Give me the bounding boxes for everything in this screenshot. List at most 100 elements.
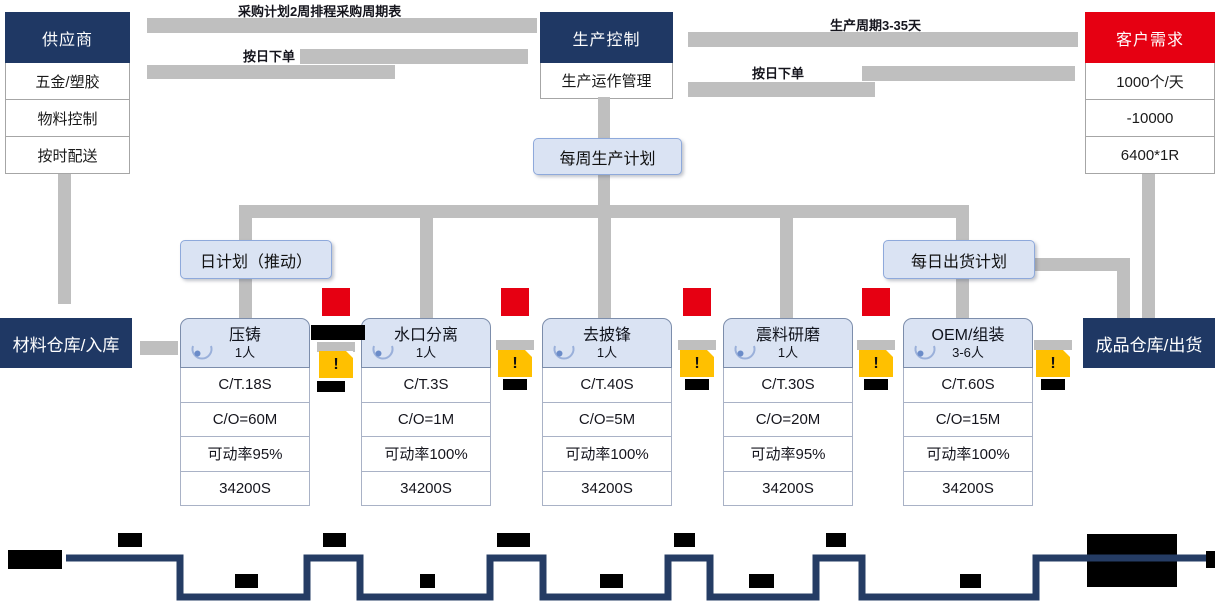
outbound-warehouse-box[interactable]: 成品仓库/出货 bbox=[1083, 318, 1215, 368]
redacted-timeline-end bbox=[1206, 551, 1215, 568]
uptime: 可动率100% bbox=[542, 437, 672, 472]
daily-order-label-left: 按日下单 bbox=[243, 49, 296, 64]
supplier-title: 供应商 bbox=[41, 31, 93, 49]
customer-demand-row: 6400*1R bbox=[1085, 137, 1215, 174]
warehouse-to-diecast-connector bbox=[140, 341, 178, 355]
process-name: 压铸 bbox=[228, 327, 261, 344]
inbound-warehouse-box[interactable]: 材料仓库/入库 bbox=[0, 318, 132, 368]
process-header: 水口分离 1人 bbox=[361, 318, 491, 368]
process-people: 1人 bbox=[596, 345, 618, 360]
process-box-sprue-separation[interactable]: 水口分离 1人 C/T.3S C/O=1M 可动率100% 34200S bbox=[361, 318, 491, 506]
redacted-wait-time bbox=[323, 533, 346, 547]
operator-icon bbox=[370, 341, 396, 361]
production-control-header: 生产控制 bbox=[540, 12, 673, 63]
production-control-row: 生产运作管理 bbox=[540, 63, 673, 99]
production-control-title: 生产控制 bbox=[572, 31, 641, 49]
customer-demand-row: 1000个/天 bbox=[1085, 63, 1215, 100]
redacted-process-time bbox=[600, 574, 623, 588]
process-box-vibration-grinding[interactable]: 震料研磨 1人 C/T.30S C/O=20M 可动率95% 34200S bbox=[723, 318, 853, 506]
inventory-marker-base bbox=[678, 340, 716, 350]
redacted-inventory-qty bbox=[864, 379, 888, 390]
leadtime-ladder bbox=[66, 554, 1210, 601]
process-header: 压铸 1人 bbox=[180, 318, 310, 368]
process-header: OEM/组装 3-6人 bbox=[903, 318, 1033, 368]
redacted-process-time bbox=[235, 574, 258, 588]
uptime: 可动率95% bbox=[180, 437, 310, 472]
ship-plan-elbow-v bbox=[1117, 258, 1130, 318]
available-time: 34200S bbox=[542, 471, 672, 506]
process-name: 水口分离 bbox=[393, 327, 458, 344]
uptime: 可动率100% bbox=[361, 437, 491, 472]
available-time: 34200S bbox=[903, 471, 1033, 506]
redacted-wait-time bbox=[497, 533, 530, 547]
inventory-marker-base bbox=[496, 340, 534, 350]
info-flow-bar bbox=[300, 49, 528, 64]
redacted-process-time bbox=[960, 574, 981, 588]
customer-demand-title: 客户需求 bbox=[1115, 31, 1184, 49]
operator-icon bbox=[732, 341, 758, 361]
supplier-to-warehouse-connector bbox=[58, 174, 71, 304]
warning-icon: ! bbox=[498, 350, 532, 377]
info-flow-bar bbox=[688, 32, 1078, 47]
production-control-box[interactable]: 生产控制 生产运作管理 bbox=[540, 12, 673, 99]
purchase-schedule-label: 采购计划2周排程采购周期表 bbox=[238, 4, 402, 19]
kaizen-marker bbox=[501, 288, 529, 316]
redacted-inventory-qty bbox=[1041, 379, 1065, 390]
supplier-header: 供应商 bbox=[5, 12, 130, 63]
operator-icon bbox=[551, 341, 577, 361]
customer-demand-box[interactable]: 客户需求 1000个/天 -10000 6400*1R bbox=[1085, 12, 1215, 174]
changeover-time: C/O=15M bbox=[903, 402, 1033, 437]
changeover-time: C/O=1M bbox=[361, 402, 491, 437]
ship-plan-elbow-h bbox=[1033, 258, 1130, 271]
cycle-time: C/T.3S bbox=[361, 368, 491, 403]
process-people: 1人 bbox=[234, 345, 256, 360]
redacted-timeline-start bbox=[8, 550, 62, 569]
redacted-wait-time bbox=[826, 533, 846, 547]
kaizen-marker bbox=[683, 288, 711, 316]
warning-icon: ! bbox=[1036, 350, 1070, 377]
process-box-oem-assembly[interactable]: OEM/组装 3-6人 C/T.60S C/O=15M 可动率100% 3420… bbox=[903, 318, 1033, 506]
weekly-to-tree-connector bbox=[598, 172, 610, 208]
warning-icon: ! bbox=[859, 350, 893, 377]
cycle-time: C/T.30S bbox=[723, 368, 853, 403]
redacted-inventory-label bbox=[311, 325, 365, 340]
production-cycle-label: 生产周期3-35天 bbox=[830, 18, 922, 33]
process-box-diecast[interactable]: 压铸 1人 C/T.18S C/O=60M 可动率95% 34200S bbox=[180, 318, 310, 506]
changeover-time: C/O=5M bbox=[542, 402, 672, 437]
customer-to-warehouse-connector bbox=[1142, 174, 1155, 318]
redacted-process-time bbox=[420, 574, 435, 588]
process-people: 3-6人 bbox=[952, 345, 984, 360]
supplier-row: 按时配送 bbox=[5, 137, 130, 174]
daily-ship-plan-box[interactable]: 每日出货计划 bbox=[883, 240, 1035, 279]
daily-order-label-right: 按日下单 bbox=[752, 66, 805, 81]
redacted-inventory-qty bbox=[685, 379, 709, 390]
process-people: 1人 bbox=[415, 345, 437, 360]
info-flow-bar bbox=[862, 66, 1075, 81]
process-name: OEM/组装 bbox=[931, 327, 1005, 344]
cycle-time: C/T.40S bbox=[542, 368, 672, 403]
process-people: 1人 bbox=[777, 345, 799, 360]
redacted-wait-time bbox=[674, 533, 695, 547]
operator-icon bbox=[189, 341, 215, 361]
redacted-wait-time bbox=[118, 533, 142, 547]
info-flow-bar bbox=[147, 18, 537, 33]
drop-to-sprue bbox=[420, 205, 433, 318]
changeover-time: C/O=20M bbox=[723, 402, 853, 437]
available-time: 34200S bbox=[723, 471, 853, 506]
operator-icon bbox=[912, 341, 938, 361]
uptime: 可动率95% bbox=[723, 437, 853, 472]
redacted-inventory-qty bbox=[503, 379, 527, 390]
info-flow-bar bbox=[688, 82, 875, 97]
process-box-deburring[interactable]: 去披锋 1人 C/T.40S C/O=5M 可动率100% 34200S bbox=[542, 318, 672, 506]
daily-push-plan-box[interactable]: 日计划（推动） bbox=[180, 240, 332, 279]
supplier-box[interactable]: 供应商 五金/塑胶 物料控制 按时配送 bbox=[5, 12, 130, 174]
weekly-plan-box[interactable]: 每周生产计划 bbox=[533, 138, 682, 175]
inventory-marker-base bbox=[857, 340, 895, 350]
process-name: 去披锋 bbox=[582, 327, 631, 344]
inventory-marker-base bbox=[317, 342, 355, 352]
drop-to-deburr bbox=[598, 205, 611, 318]
inventory-marker-base bbox=[1034, 340, 1072, 350]
changeover-time: C/O=60M bbox=[180, 402, 310, 437]
redacted-process-time bbox=[749, 574, 774, 588]
